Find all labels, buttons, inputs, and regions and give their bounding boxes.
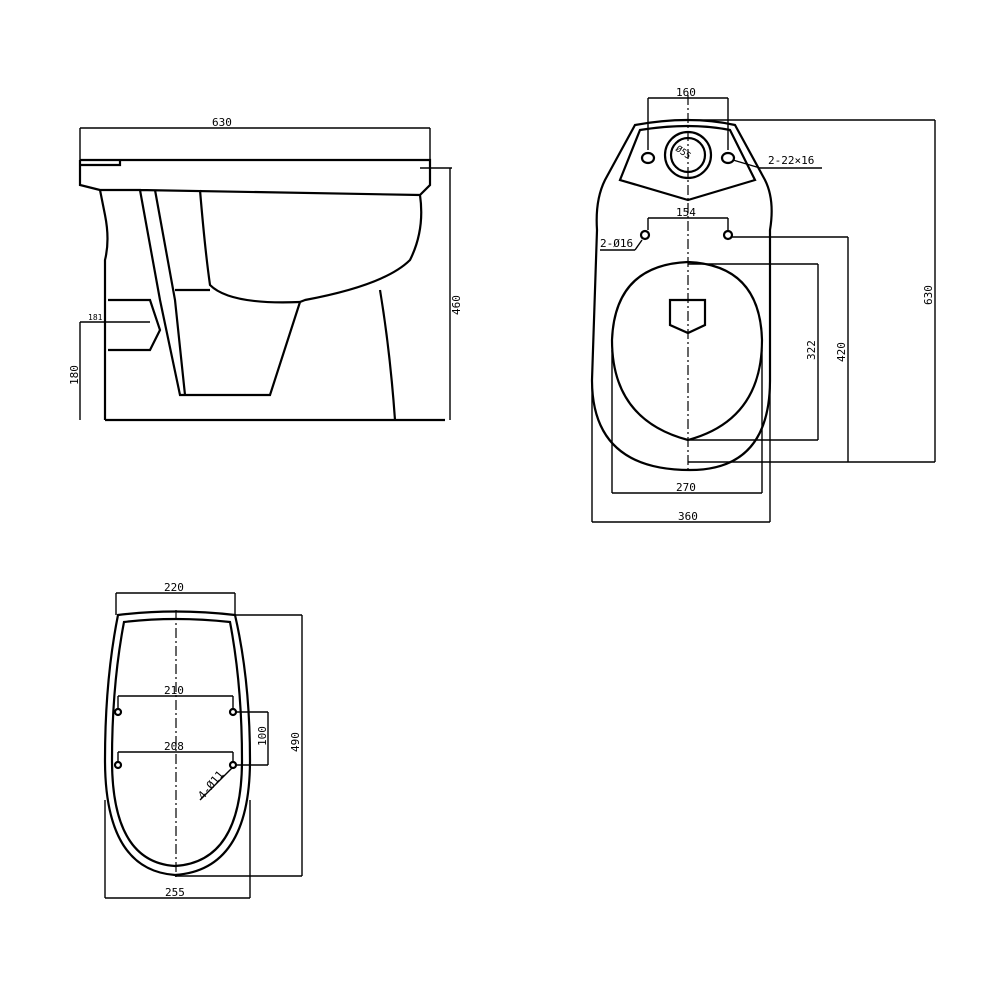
dim-322: 322	[805, 340, 818, 360]
side-outline	[78, 158, 432, 420]
dim-270: 270	[676, 481, 696, 494]
dim-base-holes-spec: 4-Ø11	[195, 768, 226, 802]
top-view: 160 Ø55 2-22×16 154 2-Ø16 322 420 630 27…	[590, 86, 936, 523]
dim-490: 490	[289, 732, 302, 752]
dim-flush-hole: Ø55	[673, 143, 693, 161]
dim-tank-holes-spec: 2-22×16	[768, 154, 814, 167]
dim-180: 180	[68, 365, 81, 385]
side-view: 630 460 180 181	[68, 116, 463, 422]
dim-160: 160	[676, 86, 696, 99]
dim-outlet-small: 181	[88, 313, 103, 322]
dim-220: 220	[164, 581, 184, 594]
dim-100: 100	[256, 726, 269, 746]
dim-630-top: 630	[922, 285, 935, 305]
dim-360: 360	[678, 510, 698, 523]
dim-630-side: 630	[212, 116, 232, 129]
dim-420: 420	[835, 342, 848, 362]
dim-seat-holes-spec: 2-Ø16	[600, 237, 633, 250]
dim-208: 208	[164, 740, 184, 753]
base-view: 220 210 208 100 490 4-Ø11 255	[103, 581, 303, 899]
dim-255: 255	[165, 886, 185, 899]
dim-460: 460	[450, 295, 463, 315]
dim-154: 154	[676, 206, 696, 219]
dim-210: 210	[164, 684, 184, 697]
